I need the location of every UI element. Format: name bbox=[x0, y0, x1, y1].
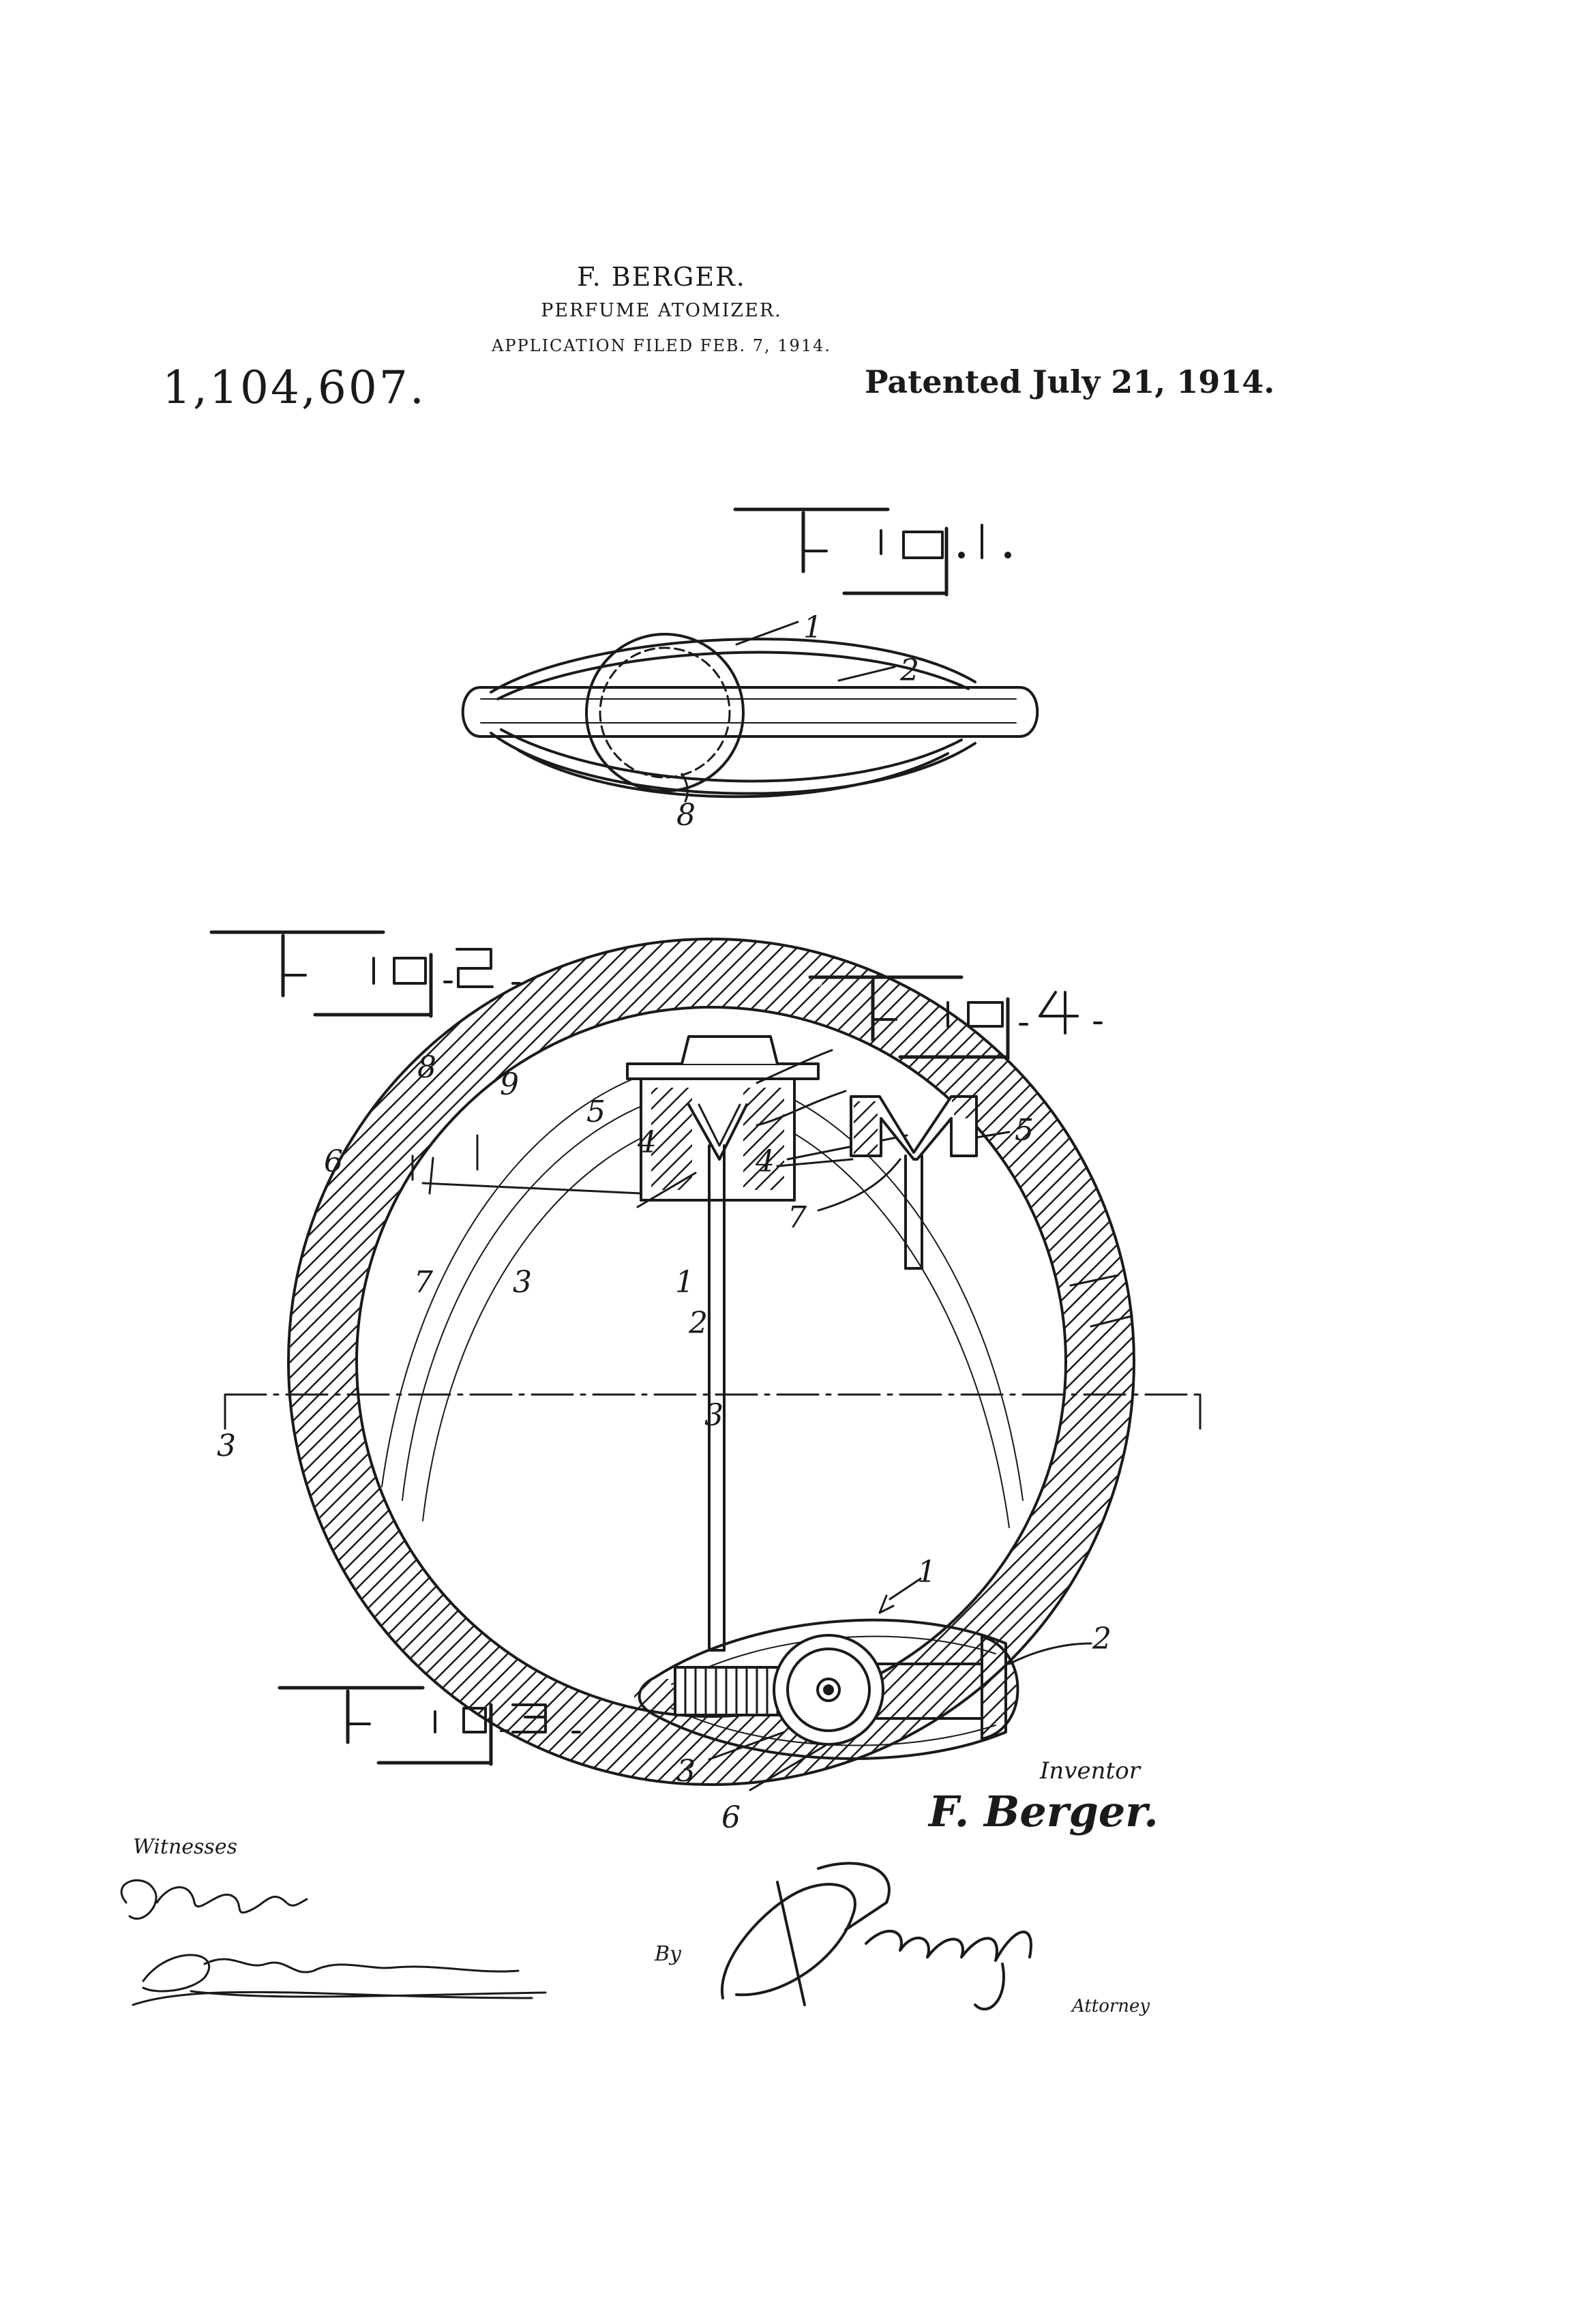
fig3-ref-3: 3 bbox=[676, 1754, 696, 1789]
application-filed: APPLICATION FILED FEB. 7, 1914. bbox=[492, 336, 831, 355]
fig3-ref-6: 6 bbox=[721, 1800, 741, 1835]
inventor-heading: F. BERGER. bbox=[577, 262, 746, 292]
fig1-ref-8: 8 bbox=[676, 798, 696, 833]
attorney-signature bbox=[720, 1862, 1032, 2011]
fig2-ref-9: 9 bbox=[500, 1067, 519, 1102]
fig4-ref-4: 4 bbox=[755, 1144, 775, 1179]
fig1-label: Fig.1. bbox=[736, 513, 756, 520]
fig3-ref-1: 1 bbox=[917, 1555, 936, 1590]
fig2-ref-6: 6 bbox=[324, 1144, 343, 1179]
fig2-ref-3-right: 3 bbox=[704, 1398, 723, 1433]
fig1-ref-2: 2 bbox=[899, 653, 919, 688]
fig3-drawing bbox=[278, 1577, 1092, 1791]
patent-date: Patented July 21, 1914. bbox=[865, 363, 1275, 400]
fig4-ref-7: 7 bbox=[788, 1200, 807, 1235]
fig1-ref-1: 1 bbox=[803, 610, 822, 645]
patent-number: 1,104,607. bbox=[162, 361, 426, 414]
fig2-ref-4: 4 bbox=[637, 1125, 657, 1160]
fig2-ref-1: 1 bbox=[675, 1265, 694, 1300]
fig3-label: Fig.3. bbox=[281, 1691, 301, 1699]
fig2-ref-3-left: 3 bbox=[217, 1429, 236, 1463]
fig2-label: Fig.2. bbox=[213, 936, 233, 943]
witnesses-label: Witnesses bbox=[133, 1835, 237, 1859]
fig2-ref-3-inner: 3 bbox=[513, 1265, 532, 1300]
fig2-ref-5: 5 bbox=[586, 1094, 606, 1129]
fig2-ref-8: 8 bbox=[417, 1050, 436, 1085]
fig2-ref-7: 7 bbox=[414, 1265, 433, 1300]
fig4-drawing bbox=[776, 975, 1103, 1270]
inventor-signature-name: F. Berger. bbox=[927, 1787, 1159, 1836]
fig4-label: Fig.4. bbox=[811, 981, 831, 988]
patent-title: PERFUME ATOMIZER. bbox=[541, 300, 782, 321]
fig3-ref-2: 2 bbox=[1092, 1622, 1111, 1656]
witness-signatures bbox=[120, 1879, 547, 2006]
fig1-drawing bbox=[461, 507, 1039, 803]
fig2-ref-2: 2 bbox=[688, 1306, 708, 1341]
fig4-ref-5: 5 bbox=[1015, 1113, 1034, 1148]
attorney-by: By bbox=[654, 1942, 682, 1966]
attorney-label: Attorney bbox=[1071, 1996, 1150, 2016]
inventor-label: Inventor bbox=[1039, 1757, 1141, 1785]
